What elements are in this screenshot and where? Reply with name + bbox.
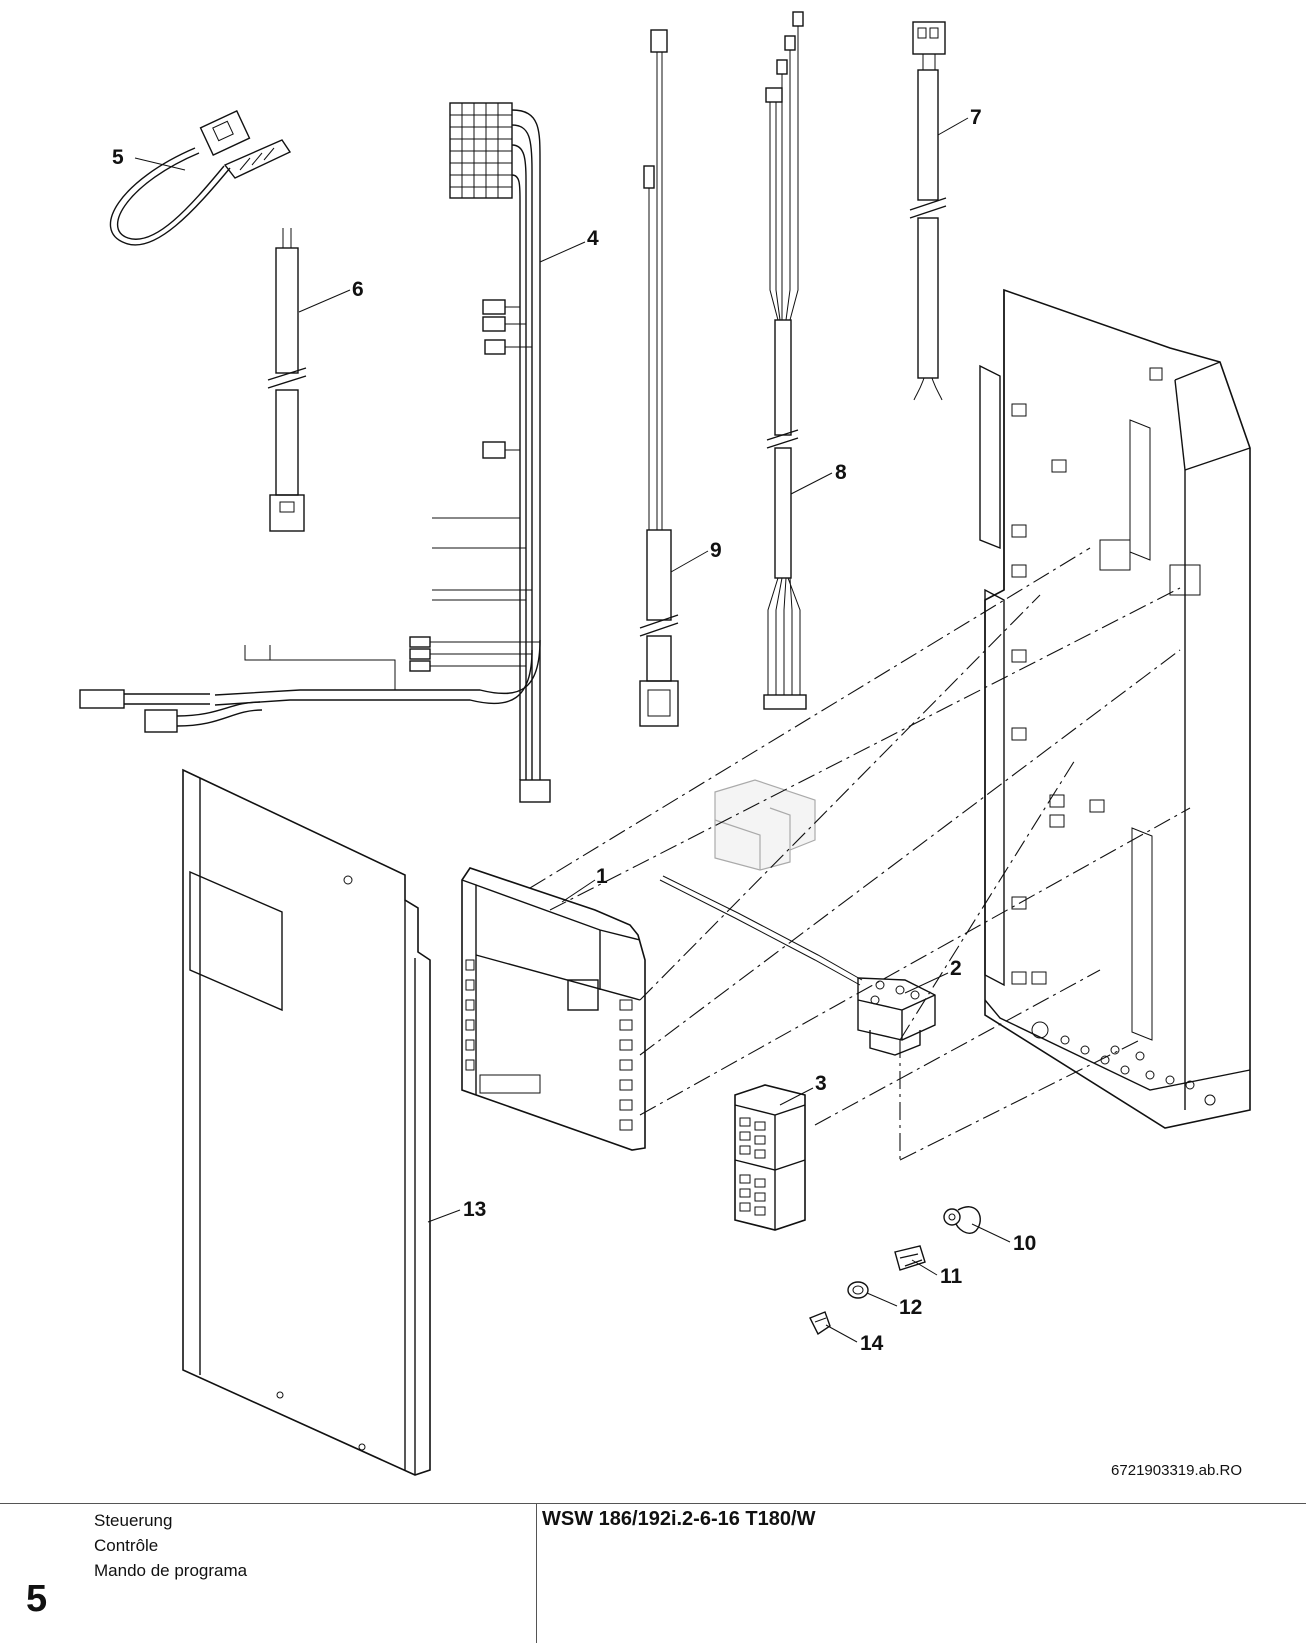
alignment-lines bbox=[529, 547, 1191, 1161]
callout-7: 7 bbox=[970, 106, 982, 129]
part-5-patch-cable bbox=[109, 110, 292, 246]
part-6-cable bbox=[267, 228, 307, 532]
model-title: WSW 186/192i.2-6-16 T180/W bbox=[542, 1508, 816, 1530]
callout-5: 5 bbox=[112, 146, 124, 169]
part-8-multi-cable bbox=[763, 11, 807, 710]
part-2-limiter bbox=[659, 875, 936, 1056]
part-13-cover-panel bbox=[182, 768, 431, 1476]
part-4-wiring-harness bbox=[79, 102, 551, 803]
callout-1: 1 bbox=[596, 865, 608, 888]
footer-column-divider bbox=[536, 1503, 537, 1643]
part-10-clamp bbox=[943, 1206, 981, 1234]
callout-11: 11 bbox=[940, 1265, 963, 1288]
part-11-holder bbox=[894, 1245, 926, 1271]
callout-4: 4 bbox=[587, 227, 599, 250]
callout-6: 6 bbox=[352, 278, 364, 301]
part-12-grommet bbox=[847, 1281, 869, 1299]
section-title-es: Mando de programa bbox=[94, 1561, 248, 1580]
exploded-parts-diagram: 1 2 3 4 5 6 7 8 9 10 11 12 13 14 bbox=[79, 11, 1251, 1476]
callout-2: 2 bbox=[950, 957, 962, 980]
mounting-frame bbox=[979, 288, 1251, 1129]
callout-13: 13 bbox=[463, 1198, 486, 1221]
callout-14: 14 bbox=[860, 1332, 884, 1355]
callout-8: 8 bbox=[835, 461, 847, 484]
footer-divider bbox=[0, 1503, 1306, 1504]
drawing-number: 6721903319.ab.RO bbox=[1111, 1462, 1242, 1479]
callout-3: 3 bbox=[815, 1072, 827, 1095]
leader-lines bbox=[134, 117, 1011, 1343]
section-titles: Steuerung Contrôle Mando de programa bbox=[94, 1508, 247, 1583]
part-7-bus-cable bbox=[909, 21, 947, 401]
callout-12: 12 bbox=[899, 1296, 922, 1319]
part-1-control-unit bbox=[461, 867, 646, 1151]
part-9-sensor-cable bbox=[639, 29, 679, 727]
section-title-de: Steuerung bbox=[94, 1511, 173, 1530]
part-14-clip bbox=[809, 1311, 831, 1336]
callout-9: 9 bbox=[710, 539, 722, 562]
section-title-fr: Contrôle bbox=[94, 1536, 159, 1555]
section-number: 5 bbox=[26, 1578, 48, 1620]
callout-10: 10 bbox=[1013, 1232, 1036, 1255]
part-3-terminal-block bbox=[734, 1084, 806, 1231]
relay-ghost bbox=[714, 779, 816, 871]
